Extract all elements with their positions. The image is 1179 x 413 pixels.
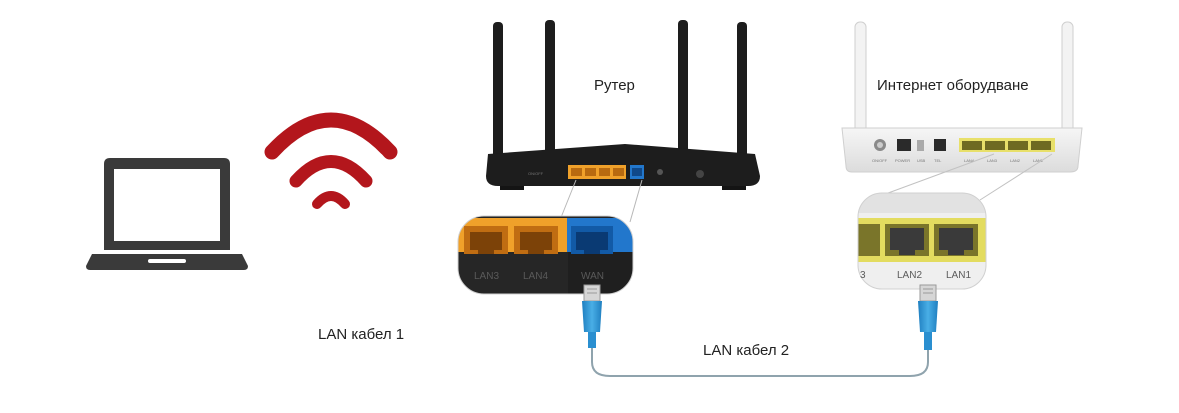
- modem-lan2-label: LAN2: [897, 270, 922, 281]
- svg-text:ON/OFF: ON/OFF: [528, 171, 544, 176]
- modem-lan3-partial-label: 3: [860, 270, 866, 281]
- router-icon: ON/OFF: [486, 20, 760, 190]
- router-label: Рутер: [594, 77, 635, 94]
- modem-port-label-usb: USB: [917, 158, 926, 163]
- wifi-icon: [264, 112, 398, 209]
- modem-lan2-jack: [885, 224, 929, 256]
- modem-lan1-jack: [934, 224, 978, 256]
- modem-port-label-power: POWER: [895, 158, 910, 163]
- router-port-zoom: LAN3 LAN4 WAN: [457, 215, 634, 295]
- router-lan4-jack: [514, 226, 558, 254]
- router-lan3-jack: [464, 226, 508, 254]
- router-wan-label: WAN: [581, 271, 604, 282]
- lan-cable-2-label: LAN кабел 2: [703, 342, 790, 359]
- router-wan-jack: [571, 226, 613, 254]
- lan-cable-2: [591, 348, 929, 377]
- router-lan3-label: LAN3: [474, 271, 499, 282]
- modem-lan1-label: LAN1: [946, 270, 971, 281]
- lan-cable-1-label: LAN кабел 1: [318, 326, 405, 343]
- modem-port-label-lan1: LAN1: [1033, 158, 1044, 163]
- laptop-icon: [86, 158, 248, 270]
- internet-equipment-label: Интернет оборудване: [877, 77, 1029, 94]
- modem-port-label-onoff: ON/OFF: [872, 158, 888, 163]
- modem-port-zoom: 3 LAN2 LAN1: [857, 192, 987, 290]
- ethernet-plug-icon: [918, 284, 938, 350]
- modem-icon: ON/OFF POWER USB TEL LAN4 LAN3 LAN2 LAN1: [841, 21, 1083, 173]
- modem-port-label-lan4: LAN4: [964, 158, 975, 163]
- modem-port-label-tel: TEL: [934, 158, 942, 163]
- router-lan4-label: LAN4: [523, 271, 548, 282]
- modem-port-label-lan3: LAN3: [987, 158, 998, 163]
- ethernet-plug-icon: [582, 284, 602, 348]
- modem-port-label-lan2: LAN2: [1010, 158, 1021, 163]
